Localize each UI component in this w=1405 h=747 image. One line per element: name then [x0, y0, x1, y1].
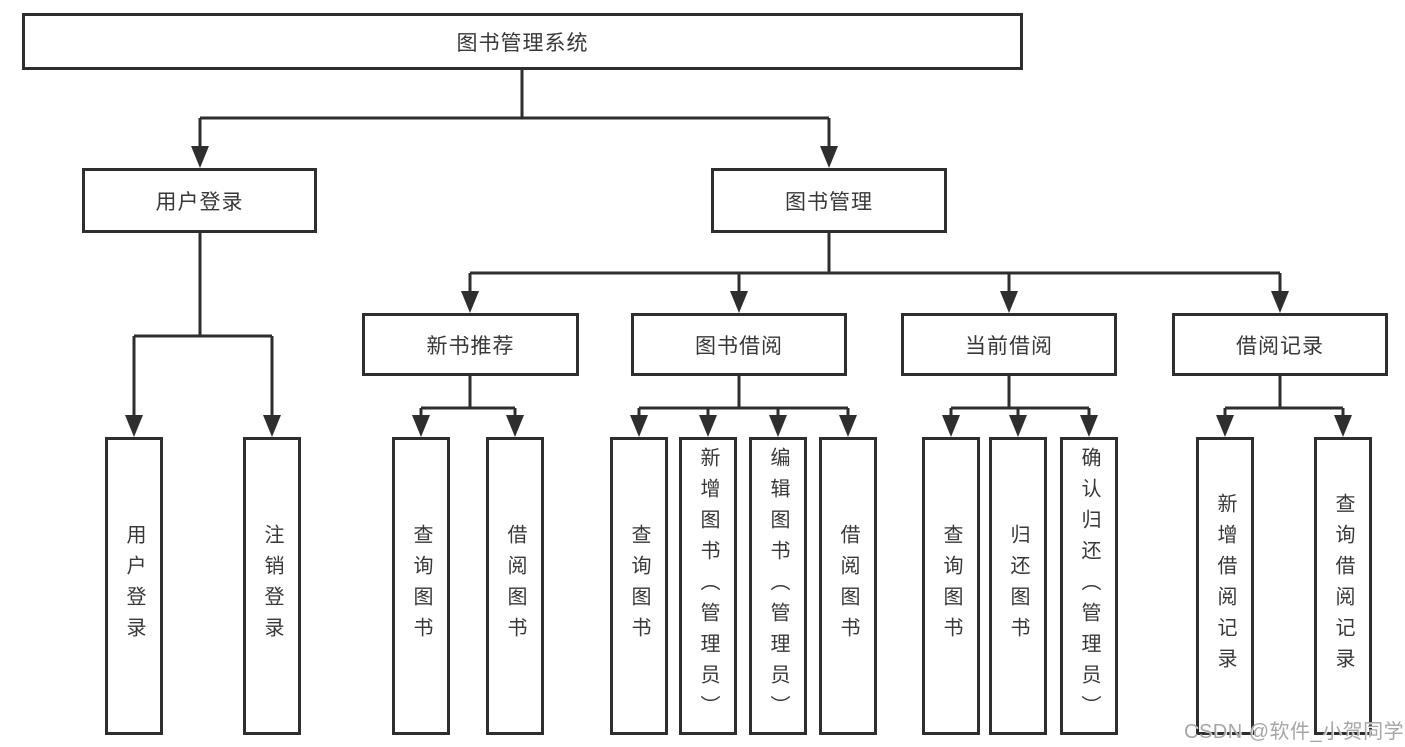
node-library-management-system: 图书管理系统 [22, 13, 1023, 70]
node-label: 用户登录 [155, 190, 244, 214]
leaf-return-books: 归还图书 [989, 437, 1047, 735]
watermark: CSDN @软件_小贺同学 [1184, 721, 1405, 743]
connector-current-borrowing-branch [949, 376, 1091, 417]
connector-root-to-level2 [198, 69, 831, 148]
leaf-borrow-books-recommend: 借阅图书 [486, 437, 544, 735]
node-borrowing-records: 借阅记录 [1172, 313, 1388, 376]
connector-new-book-branch [419, 376, 517, 417]
node-label: 当前借阅 [965, 334, 1053, 358]
node-label: 借阅记录 [1236, 334, 1324, 358]
node-book-borrowing: 图书借阅 [631, 313, 847, 376]
leaf-edit-books-admin: 编辑图书（管理员） [749, 437, 807, 735]
leaf-add-books-admin: 新增图书（管理员） [679, 437, 737, 735]
leaf-label: 归还图书 [1007, 524, 1029, 648]
leaf-label: 查询图书 [410, 524, 432, 648]
connector-book-management-branch [468, 233, 1282, 293]
leaf-query-books-borrowing: 查询图书 [610, 437, 668, 735]
node-current-borrowing: 当前借阅 [901, 313, 1117, 376]
leaf-label: 查询图书 [628, 524, 650, 648]
leaf-query-borrow-record: 查询借阅记录 [1314, 437, 1372, 735]
leaf-label: 用户登录 [123, 524, 145, 648]
connector-book-borrowing-branch [637, 376, 850, 417]
node-book-management: 图书管理 [711, 168, 947, 233]
node-label: 图书管理系统 [456, 31, 589, 55]
arrowheads [125, 146, 1352, 437]
leaf-label: 确认归还（管理员） [1078, 446, 1100, 726]
leaf-logout: 注销登录 [243, 437, 301, 735]
node-user-login: 用户登录 [82, 168, 317, 233]
leaf-user-login: 用户登录 [105, 437, 163, 735]
leaf-borrow-books: 借阅图书 [819, 437, 877, 735]
connector-user-login-branch [132, 233, 274, 417]
leaf-label: 编辑图书（管理员） [767, 446, 789, 726]
leaf-query-books-current: 查询图书 [922, 437, 980, 735]
node-label: 新书推荐 [426, 334, 515, 358]
leaf-label: 新增借阅记录 [1214, 493, 1236, 679]
leaf-label: 借阅图书 [837, 524, 859, 648]
leaf-add-borrow-record: 新增借阅记录 [1196, 437, 1254, 735]
connector-borrowing-records-branch [1223, 376, 1345, 417]
leaf-label: 新增图书（管理员） [697, 446, 719, 726]
node-label: 图书借阅 [695, 334, 783, 358]
leaf-label: 注销登录 [261, 524, 283, 648]
leaf-label: 借阅图书 [504, 524, 526, 648]
leaf-label: 查询图书 [940, 524, 962, 648]
leaf-confirm-return-admin: 确认归还（管理员） [1060, 437, 1118, 735]
node-label: 图书管理 [785, 190, 873, 214]
leaf-query-books-recommend: 查询图书 [392, 437, 450, 735]
node-new-book-recommendation: 新书推荐 [362, 313, 579, 376]
leaf-label: 查询借阅记录 [1332, 493, 1354, 679]
